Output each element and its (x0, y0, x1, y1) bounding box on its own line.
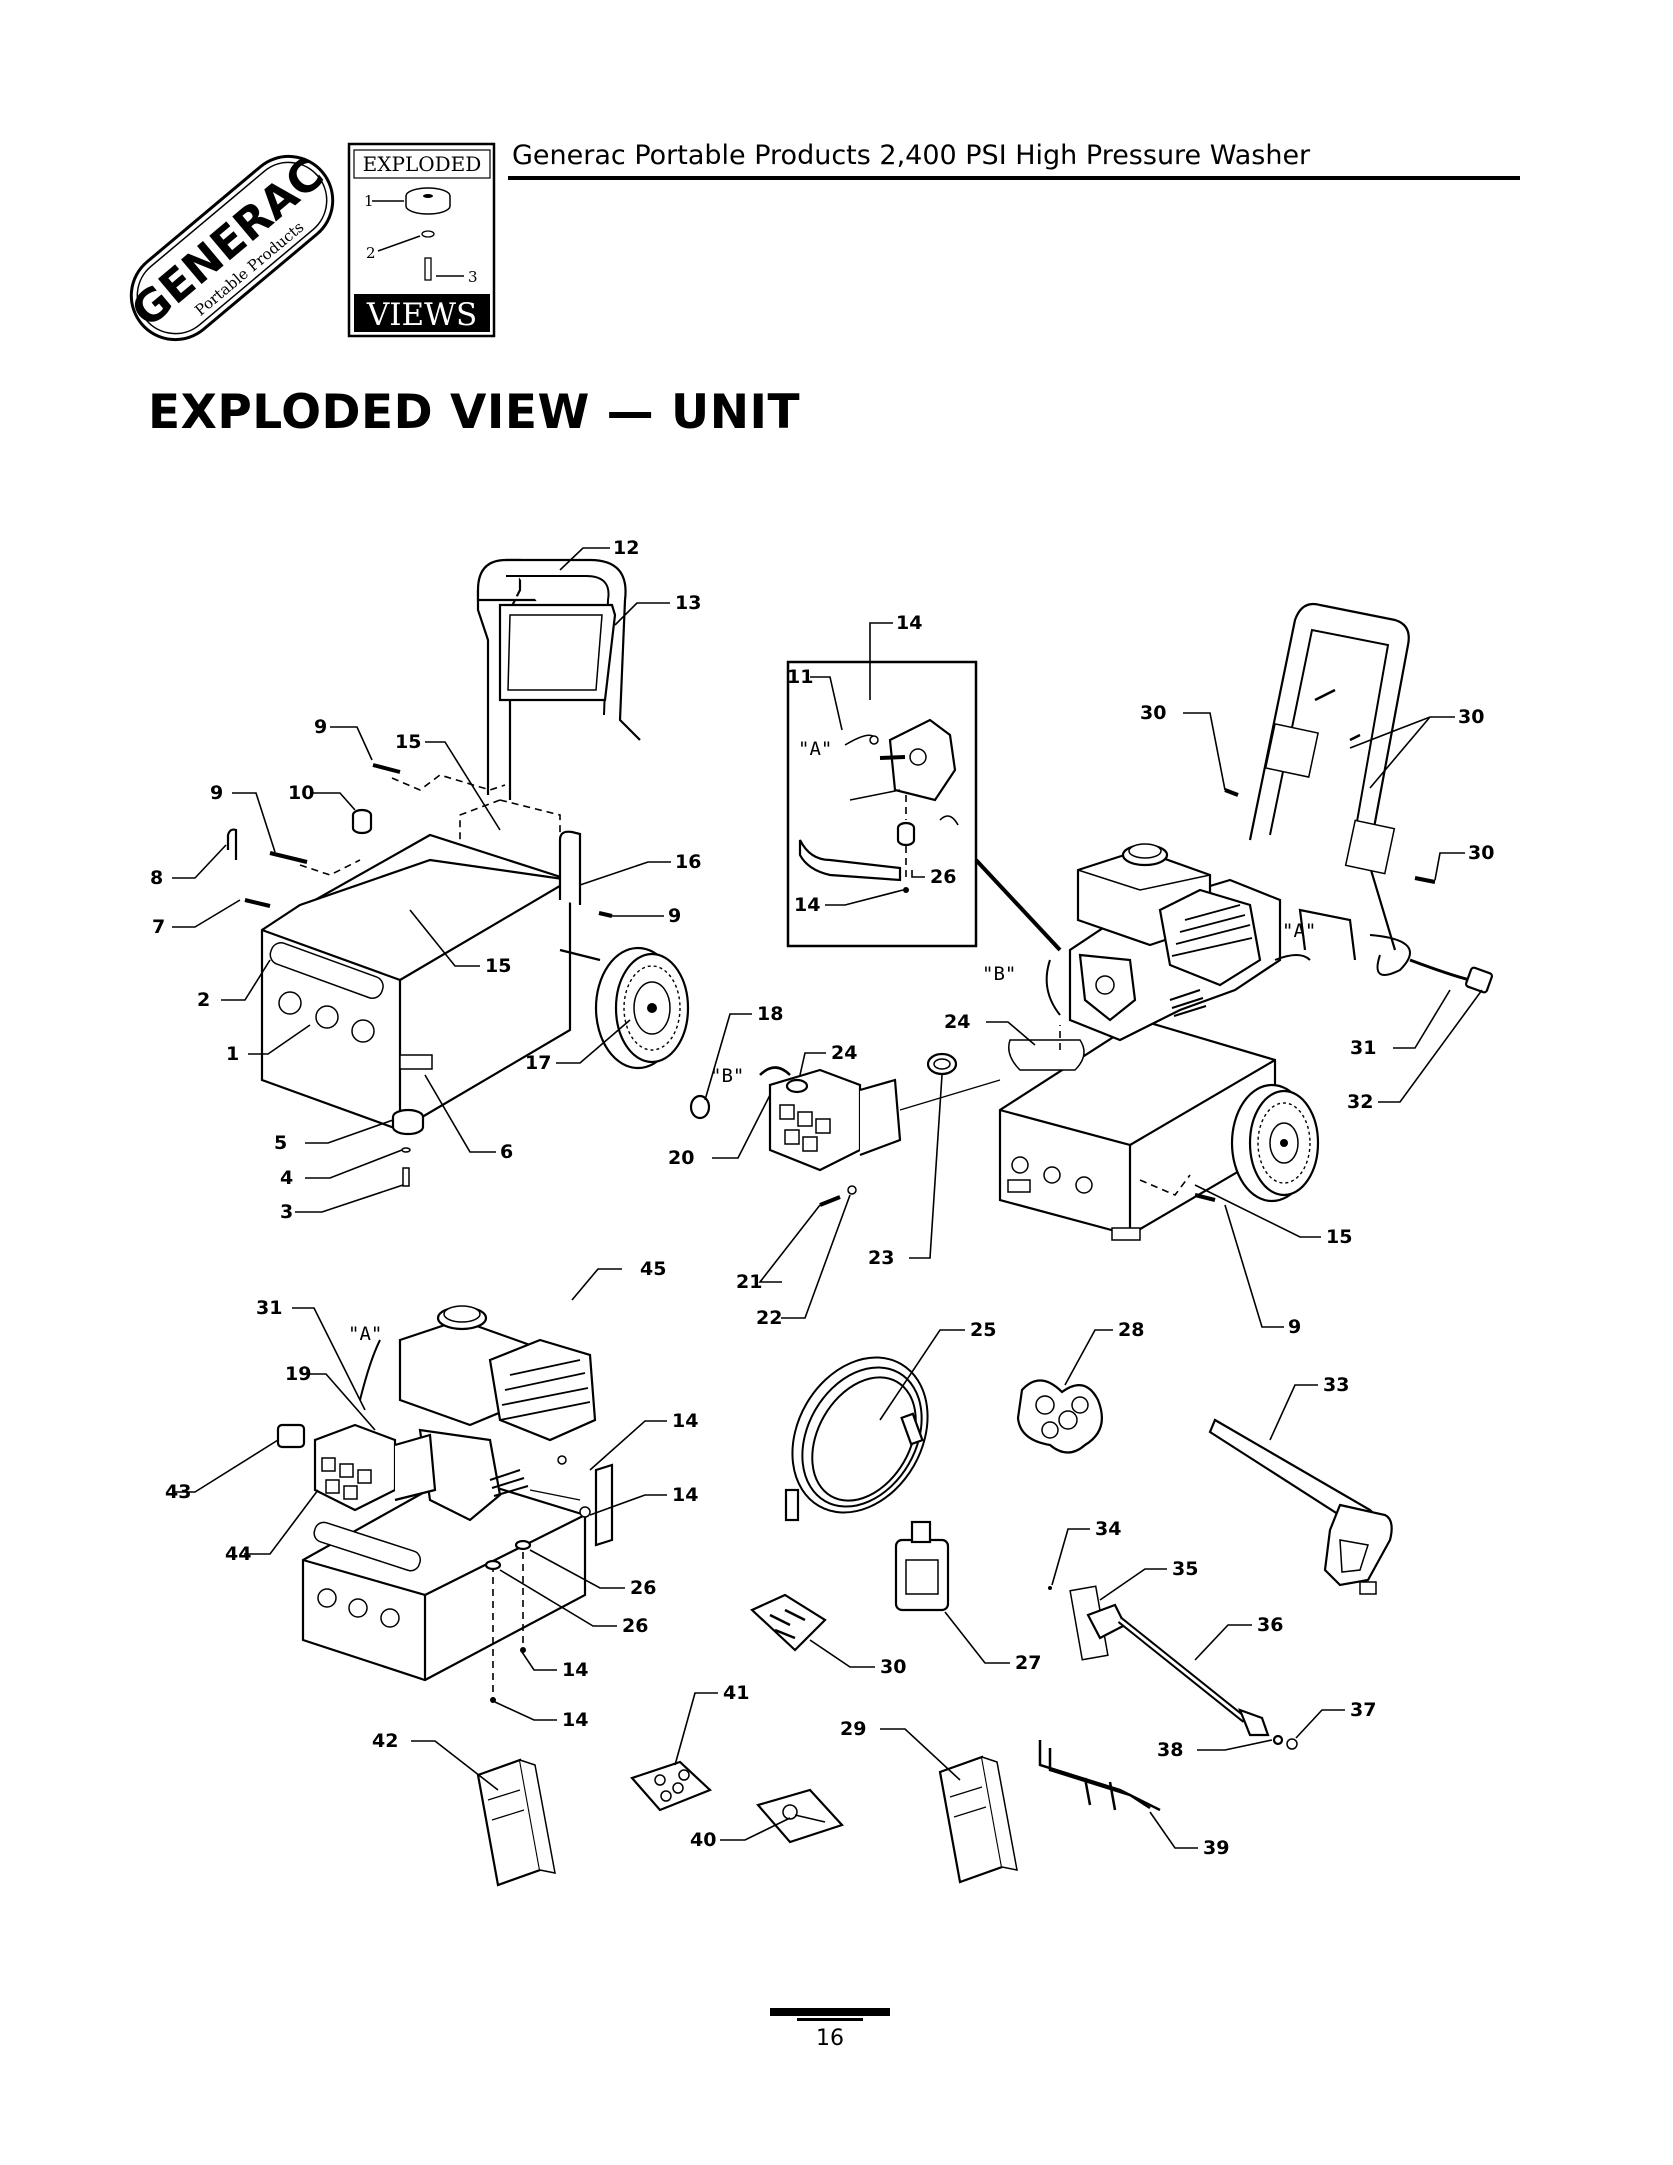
callout-26: 26 (622, 1615, 648, 1637)
main-assembly-right (759, 602, 1494, 1241)
callout-15: 15 (395, 731, 421, 753)
detail-inset (786, 660, 1062, 952)
callout-27: 27 (1015, 1652, 1041, 1674)
callout-39: 39 (1203, 1837, 1229, 1859)
callout-31: 31 (256, 1297, 282, 1319)
callout-45: 45 (640, 1258, 666, 1280)
callout-30: 30 (880, 1656, 906, 1678)
exploded-views-badge: EXPLODED 1 2 3 VIEWS (347, 142, 496, 338)
callout-24: 24 (831, 1042, 857, 1064)
generac-logo: GENERAC Portable Products (122, 149, 335, 342)
callout-3: 3 (280, 1201, 293, 1223)
callout-14: 14 (794, 894, 820, 916)
callout-24: 24 (944, 1011, 970, 1033)
callout-9: 9 (1288, 1316, 1301, 1338)
callout-15: 15 (485, 955, 511, 977)
callout-14: 14 (562, 1709, 588, 1731)
callout-9: 9 (314, 716, 327, 738)
callout-4: 4 (280, 1167, 293, 1189)
badge-bottom-label: VIEWS (366, 297, 477, 333)
callout-23: 23 (868, 1247, 894, 1269)
callout-14: 14 (672, 1410, 698, 1432)
assembled-view-lower-left (276, 1305, 614, 1703)
reference-marks: "A" "A" "A" "B" "B" (348, 738, 1316, 1345)
callout-22: 22 (756, 1307, 782, 1329)
callout-14: 14 (896, 612, 922, 634)
callout-36: 36 (1257, 1614, 1283, 1636)
callout-9: 9 (210, 782, 223, 804)
badge-number-3: 3 (468, 268, 478, 286)
callout-28: 28 (1118, 1319, 1144, 1341)
callout-20: 20 (668, 1147, 694, 1169)
callout-26: 26 (930, 866, 956, 888)
footer-rule (770, 2008, 890, 2016)
callout-11: 11 (787, 666, 813, 688)
callout-12: 12 (613, 537, 639, 559)
callout-2: 2 (197, 989, 210, 1011)
callout-31: 31 (1350, 1037, 1376, 1059)
callout-9: 9 (668, 905, 681, 927)
callout-13: 13 (675, 592, 701, 614)
callout-14: 14 (562, 1659, 588, 1681)
header-rule (508, 176, 1520, 180)
callout-41: 41 (723, 1682, 749, 1704)
callout-5: 5 (274, 1132, 287, 1154)
callout-37: 37 (1350, 1699, 1376, 1721)
reference-mark-b: "B" (982, 963, 1016, 985)
reference-mark-a: "A" (1282, 920, 1316, 942)
callout-15: 15 (1326, 1226, 1352, 1248)
callout-44: 44 (225, 1543, 251, 1565)
leader-lines (172, 547, 1483, 1849)
badge-top-label: EXPLODED (363, 152, 482, 176)
callout-35: 35 (1172, 1558, 1198, 1580)
callout-32: 32 (1347, 1091, 1373, 1113)
callout-17: 17 (525, 1052, 551, 1074)
callout-19: 19 (285, 1363, 311, 1385)
callout-25: 25 (970, 1319, 996, 1341)
callout-30: 30 (1468, 842, 1494, 864)
callout-42: 42 (372, 1730, 398, 1752)
callout-10: 10 (288, 782, 314, 804)
callout-26: 26 (630, 1577, 656, 1599)
callout-29: 29 (840, 1718, 866, 1740)
document-header-title: Generac Portable Products 2,400 PSI High… (512, 140, 1311, 171)
callout-1: 1 (226, 1043, 239, 1065)
callout-6: 6 (500, 1141, 513, 1163)
callout-18: 18 (757, 1003, 783, 1025)
callout-7: 7 (152, 916, 165, 938)
accessories (476, 1356, 1393, 1887)
callout-16: 16 (675, 851, 701, 873)
badge-number-1: 1 (364, 192, 374, 210)
callout-33: 33 (1323, 1374, 1349, 1396)
callout-numbers: 12 13 9 15 9 10 8 7 16 9 15 2 1 17 18 5 … (150, 537, 1494, 1859)
callout-30: 30 (1458, 706, 1484, 728)
callout-43: 43 (165, 1481, 191, 1503)
reference-mark-a: "A" (798, 738, 832, 760)
callout-40: 40 (690, 1829, 716, 1851)
callout-14: 14 (672, 1484, 698, 1506)
callout-8: 8 (150, 867, 163, 889)
frame-assembly-left (226, 558, 711, 1187)
callout-34: 34 (1095, 1518, 1121, 1540)
page-title: EXPLODED VIEW — UNIT (148, 385, 801, 440)
reference-mark-a: "A" (348, 1323, 382, 1345)
callout-38: 38 (1157, 1739, 1183, 1761)
footer-rule-secondary (797, 2018, 863, 2021)
page-number: 16 (816, 2026, 844, 2051)
callout-30: 30 (1140, 702, 1166, 724)
badge-number-2: 2 (366, 244, 376, 262)
reference-mark-b: "B" (710, 1065, 744, 1087)
callout-21: 21 (736, 1271, 762, 1293)
